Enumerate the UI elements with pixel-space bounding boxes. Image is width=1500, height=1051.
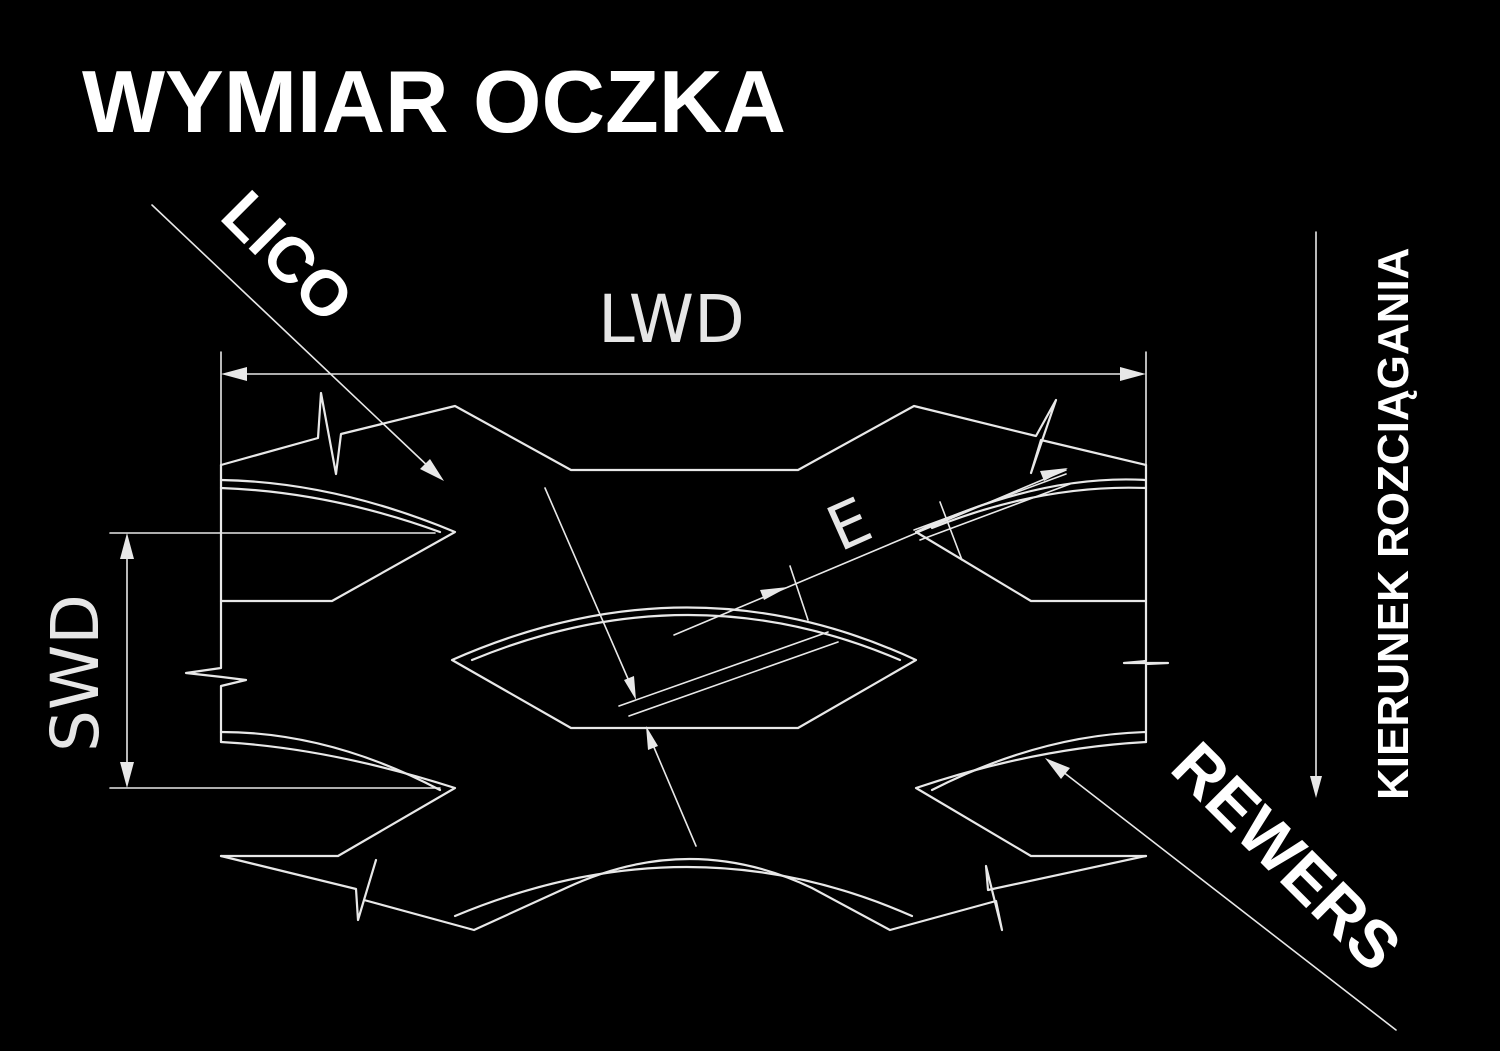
strand-width-section bbox=[618, 468, 1071, 717]
strand-thickness-arrow bbox=[544, 487, 697, 847]
diagram-title: WYMIAR OCZKA bbox=[82, 52, 786, 151]
label-stretch-direction: KIERUNEK ROZCIĄGANIA bbox=[1369, 248, 1418, 800]
expanded-mesh-drawing bbox=[184, 391, 1170, 932]
e-arrow-outer bbox=[1040, 468, 1068, 481]
rewers-leader-arrow bbox=[1045, 758, 1397, 1031]
dimension-swd-label: SWD bbox=[37, 594, 114, 752]
lico-leader-arrow bbox=[151, 204, 444, 481]
label-lico: LICO bbox=[208, 177, 367, 336]
stretch-direction-arrow bbox=[1310, 231, 1322, 798]
swd-arrow-top bbox=[120, 533, 134, 559]
dimension-e-label: E bbox=[816, 483, 881, 566]
swd-dimension bbox=[109, 532, 441, 789]
swd-arrow-bottom bbox=[120, 762, 134, 788]
lwd-dimension bbox=[220, 351, 1147, 466]
e-arrow-inner bbox=[760, 587, 788, 600]
lwd-arrow-left bbox=[221, 367, 247, 381]
lwd-arrow-right bbox=[1120, 367, 1146, 381]
dimension-lwd-label: LWD bbox=[598, 281, 745, 358]
